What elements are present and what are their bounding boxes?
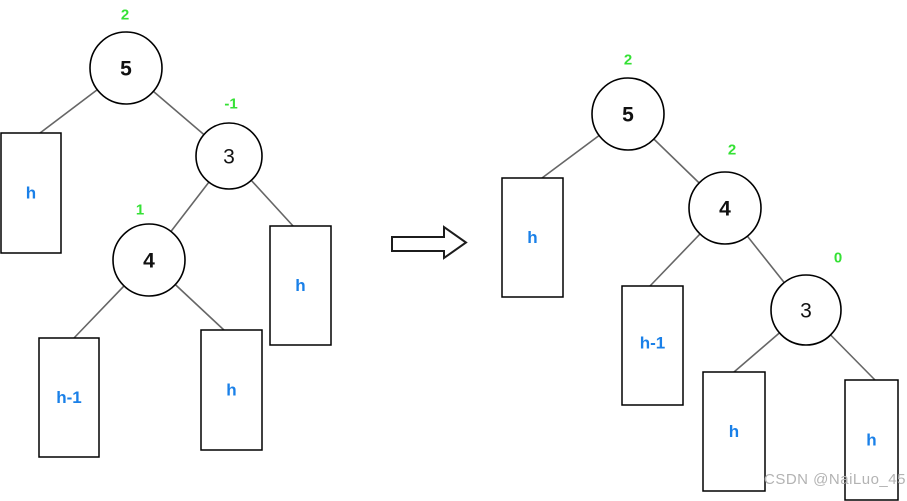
balance-factor-label: 2 xyxy=(624,52,632,69)
subtree-rect xyxy=(0,132,62,254)
subtree-height-label: h-1 xyxy=(56,388,82,407)
subtree-rect xyxy=(621,285,684,406)
node-label: 4 xyxy=(143,250,155,273)
subtree-rect xyxy=(269,225,332,346)
right-arrow-icon xyxy=(391,225,468,260)
node-label: 5 xyxy=(120,58,132,81)
subtree-rect xyxy=(501,177,564,298)
subtree-height-label: h xyxy=(866,431,876,450)
balance-factor-label: 0 xyxy=(834,250,842,267)
watermark: CSDN @NaiLuo_45 xyxy=(764,471,906,488)
balance-factor-label: 2 xyxy=(121,7,129,24)
node-label: 3 xyxy=(800,300,812,323)
node-label: 3 xyxy=(223,146,235,169)
balance-factor-label: 2 xyxy=(728,142,736,159)
subtree-rect xyxy=(844,379,899,501)
tree-node-circle xyxy=(112,223,186,297)
subtree-height-label: h xyxy=(226,381,236,400)
balance-factor-label: -1 xyxy=(224,96,237,113)
subtree-rect xyxy=(38,337,100,458)
balance-factor-label: 1 xyxy=(136,202,144,219)
subtree-rect xyxy=(200,329,263,451)
right-tree: 5 4 3 2 2 0 h h-1 h h xyxy=(501,52,899,501)
tree-node-circle xyxy=(688,171,762,245)
subtree-height-label: h-1 xyxy=(640,334,666,353)
subtree-height-label: h xyxy=(26,184,36,203)
subtree-height-label: h xyxy=(527,228,537,247)
tree-node-circle xyxy=(591,77,665,151)
node-label: 5 xyxy=(622,104,634,127)
tree-node-circle xyxy=(770,274,842,346)
subtree-height-label: h xyxy=(295,276,305,295)
tree-node-circle xyxy=(89,31,163,105)
left-tree: 5 3 4 2 -1 1 h h-1 h h xyxy=(0,7,332,458)
subtree-height-label: h xyxy=(729,422,739,441)
subtree-rect xyxy=(702,371,766,492)
tree-node-circle xyxy=(195,122,263,190)
node-label: 4 xyxy=(719,198,731,221)
